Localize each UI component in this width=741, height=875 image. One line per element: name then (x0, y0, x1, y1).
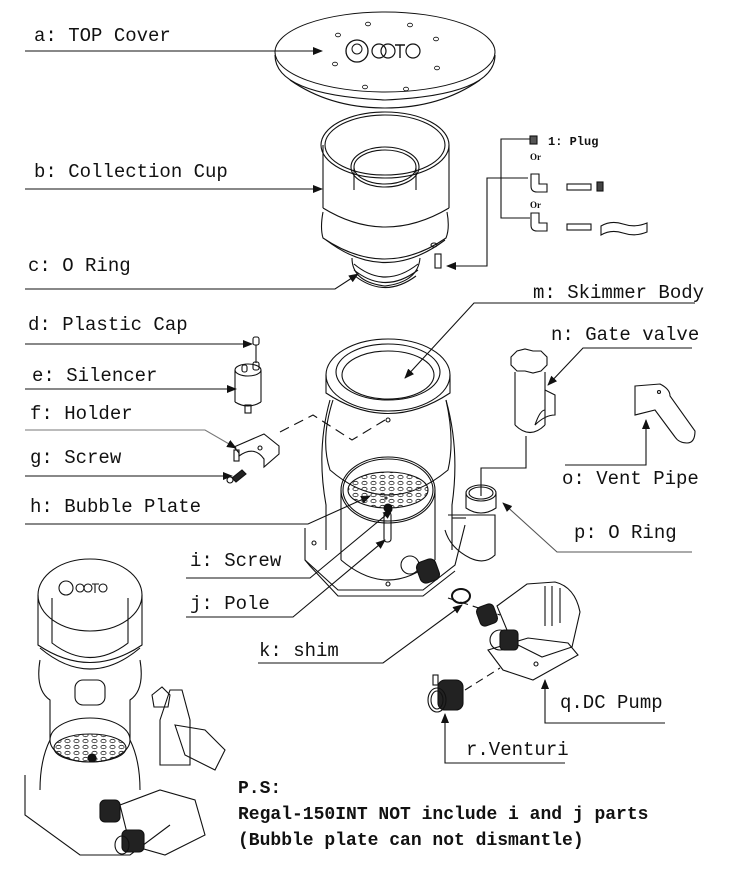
leader-p (502, 502, 692, 553)
venturi-drawing (427, 674, 464, 713)
leader-i (186, 509, 393, 579)
gate-valve-drawing (510, 348, 556, 434)
label-dc-pump: q.DC Pump (560, 692, 663, 714)
label-or-1: Or (530, 152, 541, 162)
label-holder: f: Holder (30, 403, 133, 425)
drain-options-drawing (529, 135, 648, 236)
note-line-1: Regal-150INT NOT include i and j parts (238, 805, 649, 825)
label-pole: j: Pole (190, 593, 270, 615)
label-plug: 1: Plug (548, 135, 599, 149)
leader-n-to-p (480, 436, 527, 496)
holder-dash (279, 414, 386, 441)
outlet-elbow-drawing (444, 484, 497, 562)
label-screw-g: g: Screw (30, 447, 122, 469)
label-skimmer-body: m: Skimmer Body (533, 282, 705, 304)
leader-k (258, 604, 463, 664)
leader-c (25, 273, 359, 290)
label-bubble-plate: h: Bubble Plate (30, 496, 202, 518)
leader-o (565, 419, 650, 466)
silencer-drawing (234, 336, 262, 414)
screw-drawing (226, 469, 247, 484)
body-inlet-drawing (400, 555, 441, 584)
octo-logo-icon (345, 39, 369, 63)
label-or-2: Or (530, 200, 541, 210)
note-heading: P.S: (238, 779, 282, 799)
holder-drawing (233, 433, 280, 469)
label-collection-cup: b: Collection Cup (34, 161, 228, 183)
label-o-ring-c: c: O Ring (28, 255, 131, 277)
label-shim: k: shim (259, 640, 339, 662)
label-venturi: r.Venturi (466, 739, 569, 761)
label-top-cover: a: TOP Cover (34, 25, 171, 47)
leader-drain (446, 138, 530, 270)
leader-q (541, 679, 665, 724)
plug-icon (529, 135, 538, 145)
label-gate-valve: n: Gate valve (551, 324, 700, 346)
collection-cup-drawing (320, 111, 450, 288)
shim-drawing (451, 588, 471, 604)
dc-pump-drawing (475, 581, 581, 681)
leader-m (404, 302, 695, 379)
leader-j (186, 539, 386, 618)
label-screw-i: i: Screw (190, 550, 282, 572)
note-line-2: (Bubble plate can not dismantle) (238, 831, 584, 851)
assembled-view-drawing (24, 558, 226, 856)
leader-r (441, 713, 565, 764)
top-cover-drawing (274, 11, 496, 109)
leader-f (25, 429, 237, 449)
leader-n (547, 347, 692, 386)
label-silencer: e: Silencer (32, 365, 158, 387)
skimmer-body-drawing (304, 338, 466, 597)
label-vent-pipe: o: Vent Pipe (562, 468, 699, 490)
label-o-ring-p: p: O Ring (574, 522, 677, 544)
label-plastic-cap: d: Plastic Cap (28, 314, 188, 336)
vent-pipe-drawing (634, 383, 696, 444)
